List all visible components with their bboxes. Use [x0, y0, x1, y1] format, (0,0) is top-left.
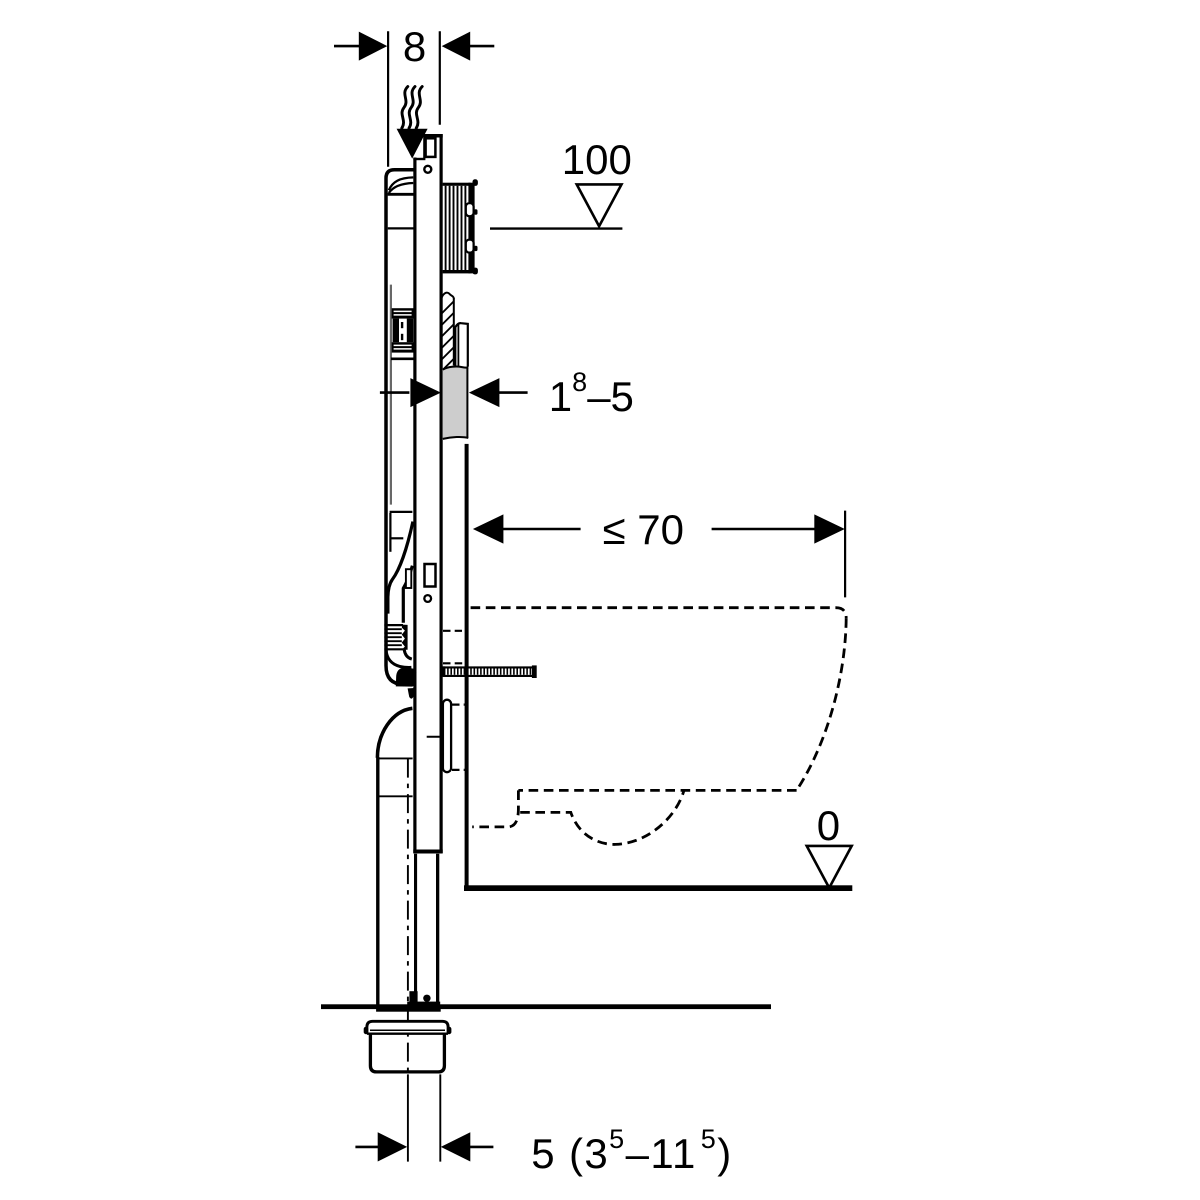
rail-bottom-cap [413, 849, 443, 854]
bracket-nub [472, 179, 478, 186]
cistern [384, 168, 417, 699]
rail-top-cap [424, 134, 443, 138]
meter-level-marker: 100 [490, 136, 632, 230]
cistern-lid-curve [387, 176, 414, 191]
rod-end-cap [531, 665, 537, 678]
dimension-frame-depth: 8 [334, 23, 495, 167]
frame-depth-label: 8 [403, 23, 426, 70]
rod-thread-ticks [443, 668, 532, 675]
flush-elbow [384, 649, 417, 699]
wc-fixing-bracket [426, 698, 453, 774]
protection-board [454, 322, 469, 367]
plaster-hatching [440, 300, 455, 370]
finished-wall-bottom-break [442, 436, 469, 440]
flush-valve [391, 308, 414, 361]
drain-assembly [363, 706, 452, 1074]
arrowhead-left-icon [441, 31, 471, 61]
bellows-connector [384, 623, 408, 651]
floor-level-marker: 0 [804, 802, 854, 891]
wc-pan-outline [470, 606, 848, 846]
threaded-rod [442, 665, 537, 678]
arrowhead-right-icon [358, 31, 388, 61]
socket-ear [363, 1026, 369, 1035]
rail-back-edge [439, 134, 443, 853]
rail-hole [423, 164, 433, 175]
cistern-lid-curve [387, 181, 414, 194]
bracket-nub [472, 267, 478, 275]
bracket-hook-slot [464, 202, 475, 218]
duct-squiggle-icon [400, 85, 424, 130]
bracket-nub [473, 209, 478, 215]
rail-front-edge [413, 157, 417, 853]
level-triangle-icon [804, 844, 854, 891]
pan-rear-step [472, 790, 520, 829]
rod-left-cap [442, 666, 446, 677]
bracket-top-cap [442, 182, 471, 186]
socket-ear [446, 1026, 452, 1035]
wc-depth-label: ≤ 70 [603, 506, 684, 553]
pan-rim [470, 606, 848, 619]
plaster-strip [439, 291, 455, 370]
top-reference-arrow-icon [396, 128, 428, 159]
finished-floor-line [464, 885, 853, 891]
bracket-hook-slot [464, 238, 475, 254]
wall-bracket [442, 179, 478, 275]
wall-finish-label: 18–5 [549, 367, 634, 420]
fastening-zone [426, 629, 537, 774]
bracket-bottom-cap [442, 270, 471, 274]
frame-leg-front [414, 853, 418, 1004]
dimension-wc-depth: ≤ 70 [472, 506, 847, 598]
bracket-hatching [444, 185, 467, 270]
rail-slot [423, 562, 437, 588]
frame-leg-back [436, 853, 440, 1004]
wall-surface-line [464, 443, 469, 888]
level-triangle-icon [574, 183, 624, 230]
drain-pipe-front-edge [376, 757, 380, 1005]
dimension-wall-finish: 18–5 [379, 367, 634, 420]
meter-mark-label: 100 [562, 136, 632, 183]
pan-bowl-curve [520, 790, 686, 846]
arrowhead-left-icon [472, 514, 504, 544]
pipe-clamp [395, 667, 417, 687]
flush-pipe [386, 510, 415, 623]
socket-collar [365, 1019, 450, 1034]
foot-fixing [376, 991, 441, 1012]
pipe-clamp [407, 688, 415, 699]
rail-hanger-slot [424, 137, 437, 159]
ground-line [321, 1004, 771, 1010]
drain-socket [363, 1019, 452, 1074]
rail-hole [423, 593, 433, 604]
floor-level-label: 0 [817, 802, 840, 849]
wall-finish-layers [439, 291, 469, 440]
finished-wall-fill [442, 366, 469, 439]
arrowhead-left-icon [468, 378, 500, 408]
arrowhead-right-icon [410, 378, 441, 408]
plaster-top-edge [439, 291, 455, 302]
frame-rail [413, 134, 443, 854]
arrowhead-right-icon [377, 1132, 408, 1162]
drain-elbow-arc [375, 706, 413, 758]
socket-body [368, 1033, 447, 1074]
arrowhead-right-icon [814, 514, 845, 544]
bracket-back-bar [468, 182, 475, 274]
finished-wall-block [442, 365, 469, 440]
arrowhead-left-icon [440, 1132, 471, 1162]
pan-back-curve [795, 618, 848, 792]
bracket-nub [473, 245, 478, 252]
